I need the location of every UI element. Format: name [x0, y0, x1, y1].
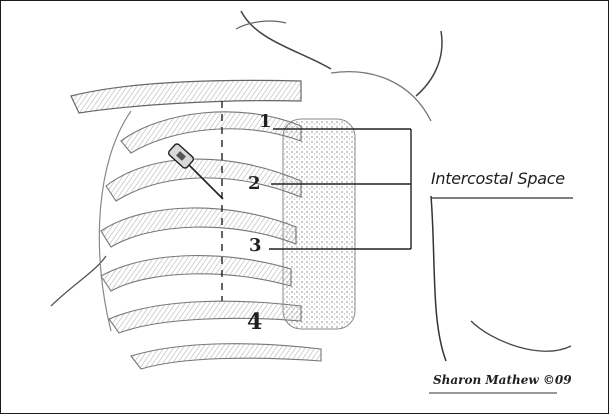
- clavicle-right: [331, 72, 431, 121]
- arm-outline-left: [51, 256, 106, 306]
- shoulder-line: [236, 21, 286, 29]
- rib-6: [131, 344, 321, 369]
- rib-5: [109, 301, 301, 333]
- rib-1: [121, 112, 301, 153]
- chest-outline-right: [431, 196, 446, 361]
- diagram-title: Intercostal Space: [431, 169, 565, 188]
- neck-outline-left: [241, 11, 331, 69]
- rib-4: [101, 256, 291, 291]
- sternum: [283, 119, 355, 329]
- space-label-4: 4: [247, 309, 262, 335]
- clavicle: [71, 80, 301, 113]
- rib-3: [101, 208, 296, 247]
- chest-curve-right: [471, 321, 571, 351]
- space-label-3: 3: [249, 235, 262, 256]
- neck-outline-right: [416, 31, 442, 96]
- artist-signature: Sharon Mathew ©09: [433, 373, 572, 387]
- space-label-2: 2: [248, 173, 261, 194]
- space-label-1: 1: [259, 111, 272, 132]
